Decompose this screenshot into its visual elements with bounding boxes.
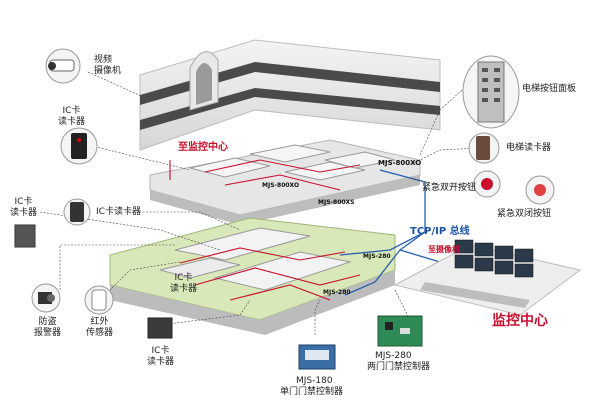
elevator-reader-device: [468, 132, 500, 164]
to-monitor-center-label: 至监控中心: [178, 142, 228, 153]
ic-reader-label-bottom: IC卡读卡器: [147, 346, 175, 367]
video-camera-device: [45, 48, 81, 84]
leader-lines: [39, 71, 482, 335]
emergency-open-button-device: [473, 170, 501, 198]
emergency-close-button-device: [525, 175, 555, 205]
ic-reader-device-left: [14, 224, 36, 248]
ic-reader-inline-label: IC卡读卡器: [96, 207, 141, 217]
ic-reader-label-lower: IC卡读卡器: [170, 273, 198, 294]
floor-middle: [149, 139, 421, 225]
elevator-panel-label: 电梯按钮面板: [522, 84, 577, 94]
mjs-mid-label: MJS-800XS: [318, 199, 355, 206]
elevator-panel-device: [462, 55, 520, 129]
ic-reader-device-inline: [63, 198, 91, 226]
wiring-red: [169, 159, 361, 301]
ic-reader-label-top: IC卡读卡器: [58, 106, 86, 127]
ic-reader-device-top: [60, 127, 98, 165]
to-camera-label: 至摄像机: [428, 245, 460, 254]
infrared-sensor-label: 红外传感器: [86, 317, 114, 338]
mjs180-desc-label: 单门门禁控制器: [280, 387, 344, 397]
mjs180-board-device: [298, 344, 336, 370]
video-camera-label: 视频摄像机: [94, 55, 122, 76]
mjs280-name-label: MJS-280: [375, 351, 412, 361]
tcpip-bus-line: [339, 169, 441, 296]
mjs800xo-label: MJS-800XO: [378, 159, 422, 167]
mjs-bot1-label: MJS-280: [363, 253, 391, 260]
mjs280-board-device: [377, 315, 423, 347]
infrared-sensor-device: [84, 285, 114, 315]
ic-reader-device-bottom: [147, 317, 173, 339]
anti-theft-alarm-label: 防盗报警器: [34, 317, 62, 338]
mjs-bot2-label: MJS-280: [323, 289, 351, 296]
ic-reader-label-left: IC卡读卡器: [10, 197, 38, 218]
mjs-top2-label: MJS-800XO: [262, 182, 300, 189]
building-upper: [139, 39, 441, 151]
alarm-device: [31, 283, 61, 313]
elevator-reader-label: 电梯读卡器: [506, 143, 552, 153]
monitor-center-illustration: [393, 239, 582, 316]
mjs180-name-label: MJS-180: [296, 376, 333, 386]
emergency-close-button-label: 紧急双闭按钮: [497, 209, 552, 219]
tcpip-bus-label: TCP/IP 总线: [410, 226, 470, 237]
mjs280-desc-label: 两门门禁控制器: [367, 362, 431, 372]
emergency-open-button-label: 紧急双开按钮: [422, 183, 477, 193]
monitor-center-label: 监控中心: [492, 313, 548, 329]
